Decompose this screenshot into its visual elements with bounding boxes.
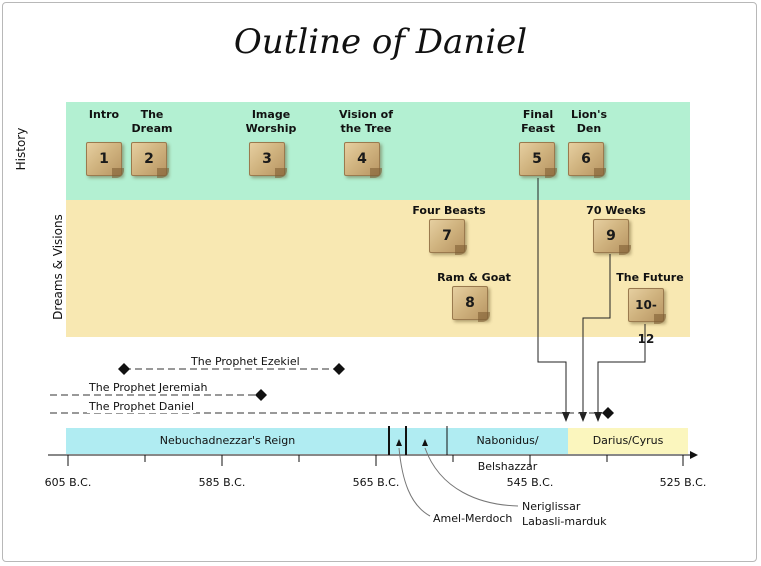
axis-ticks xyxy=(67,455,684,466)
neriglissar-marker xyxy=(422,439,428,446)
chapter-10-12-number: 10-12 xyxy=(635,298,657,346)
chapter-4-number: 4 xyxy=(357,151,367,167)
tick-545: 545 B.C. xyxy=(506,476,554,489)
chapter-5-number: 5 xyxy=(532,151,542,167)
neriglissar-label: Neriglissar xyxy=(522,500,581,513)
chapter-1-scroll: 1 xyxy=(86,142,124,178)
chapter-5-scroll: 5 xyxy=(519,142,557,178)
amel-callout xyxy=(398,447,431,517)
diagram-title: Outline of Daniel xyxy=(233,22,528,62)
ezekiel-label: The Prophet Ezekiel xyxy=(189,355,302,368)
tick-565: 565 B.C. xyxy=(352,476,400,489)
chapter-1-number: 1 xyxy=(99,151,109,167)
chapter-2-scroll: 2 xyxy=(131,142,169,178)
chapter-6-number: 6 xyxy=(581,151,591,167)
tick-585: 585 B.C. xyxy=(198,476,246,489)
chapter-7-number: 7 xyxy=(442,228,452,244)
arrow-chapter-10-12 xyxy=(594,412,602,422)
chapter-8-number: 8 xyxy=(465,295,475,311)
reign-nebuchadnezzar: Nebuchadnezzar's Reign xyxy=(66,428,389,454)
connector-chapter-10-12 xyxy=(597,324,646,414)
daniel-label: The Prophet Daniel xyxy=(87,400,196,413)
chapter-1-label: Intro xyxy=(88,108,120,121)
jeremiah-end-diamond xyxy=(255,389,267,401)
ezekiel-start-diamond xyxy=(118,363,130,375)
labasli-marduk-label: Labasli-marduk xyxy=(522,515,607,528)
chapter-9-number: 9 xyxy=(606,228,616,244)
arrow-chapter-9 xyxy=(579,412,587,422)
jeremiah-label: The Prophet Jeremiah xyxy=(87,381,210,394)
chapter-8-label: Ram & Goat xyxy=(437,271,511,284)
reign-darius: Darius/Cyrus xyxy=(568,428,688,454)
daniel-end-diamond xyxy=(602,407,614,419)
time-axis-arrow xyxy=(690,451,698,459)
connector-chapter-9 xyxy=(582,254,611,414)
chapter-3-scroll: 3 xyxy=(249,142,287,178)
chapter-9-scroll: 9 xyxy=(593,219,631,255)
ezekiel-end-diamond xyxy=(333,363,345,375)
tick-605: 605 B.C. xyxy=(44,476,92,489)
chapter-8-scroll: 8 xyxy=(452,286,490,322)
chapter-10-12-scroll: 10-12 xyxy=(628,288,666,346)
arrow-chapter-5 xyxy=(562,412,570,422)
connector-chapter-5 xyxy=(537,178,567,414)
neriglissar-callout xyxy=(424,447,519,507)
chapter-6-scroll: 6 xyxy=(568,142,606,178)
reign-nabonidus: Nabonidus/ Belshazzar xyxy=(447,428,568,473)
chapter-9-label: 70 Weeks xyxy=(586,204,646,217)
tick-525: 525 B.C. xyxy=(659,476,707,489)
chapter-7-scroll: 7 xyxy=(429,219,467,255)
dreams-band xyxy=(66,200,690,337)
amel-merdoch-label: Amel-Merdoch xyxy=(433,512,513,525)
chapter-3-number: 3 xyxy=(262,151,272,167)
amel-marker xyxy=(396,439,402,446)
chapter-4-scroll: 4 xyxy=(344,142,382,178)
chapter-10-12-label: The Future xyxy=(616,271,684,284)
chapter-2-number: 2 xyxy=(144,151,154,167)
chapter-7-label: Four Beasts xyxy=(412,204,486,217)
